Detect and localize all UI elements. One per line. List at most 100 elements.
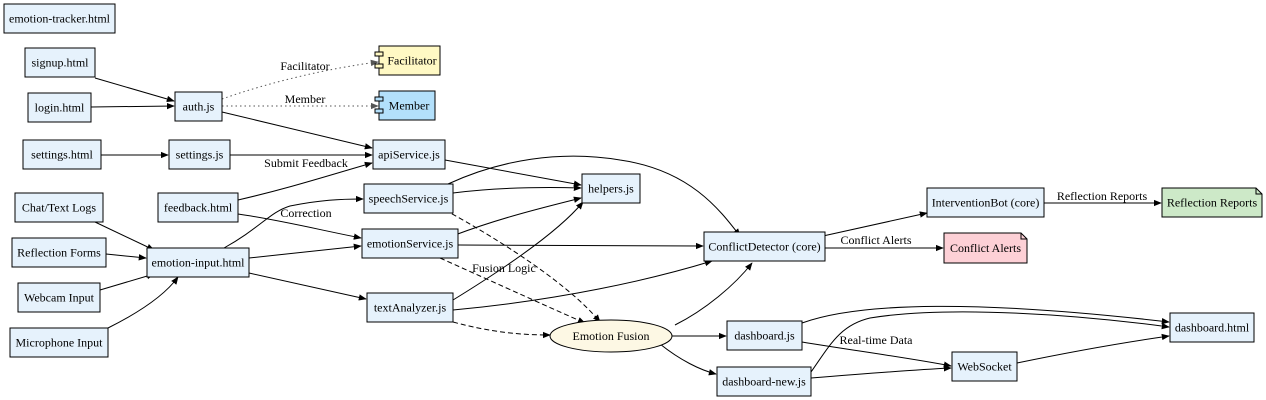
edge-label-submit-feedback: Submit Feedback: [264, 156, 348, 170]
svg-text:login.html: login.html: [35, 101, 85, 115]
edge-feedback-emotionservice: [237, 213, 362, 240]
edge-emotionservice-fusion: [439, 257, 586, 324]
svg-text:speechService.js: speechService.js: [369, 192, 449, 206]
node-apiservice-js[interactable]: apiService.js: [372, 139, 446, 170]
node-settings-html[interactable]: settings.html: [22, 139, 102, 170]
edge-dashboard-new-websocket: [810, 365, 952, 379]
component-tab-icon: [374, 96, 384, 102]
edge-emotioninput-textanalyzer: [248, 272, 367, 301]
node-speechservice-js[interactable]: speechService.js: [363, 183, 454, 214]
edge-label-reflection-reports: Reflection Reports: [1057, 189, 1148, 203]
edge-auth-facilitator: [221, 59, 379, 100]
node-signup-html[interactable]: signup.html: [24, 47, 96, 78]
node-microphone-input[interactable]: Microphone Input: [9, 327, 109, 358]
node-emotionservice-js[interactable]: emotionService.js: [361, 228, 459, 259]
edge-websocket-dashboard-html: [1016, 333, 1170, 364]
node-login-html[interactable]: login.html: [27, 92, 92, 123]
edge-apiservice-helpers: [444, 159, 582, 187]
edge-signup-auth: [94, 77, 175, 103]
svg-text:emotionService.js: emotionService.js: [367, 237, 454, 251]
svg-text:Emotion Fusion: Emotion Fusion: [572, 329, 649, 343]
node-emotion-fusion[interactable]: Emotion Fusion: [549, 319, 673, 353]
svg-text:WebSocket: WebSocket: [957, 360, 1012, 374]
edge-textanalyzer-helpers: [452, 201, 584, 301]
svg-text:Microphone Input: Microphone Input: [16, 336, 104, 350]
component-tab-icon: [374, 108, 384, 114]
svg-text:emotion-input.html: emotion-input.html: [152, 256, 246, 270]
node-webcam-input[interactable]: Webcam Input: [17, 282, 101, 313]
edge-dashboard-js-websocket: [801, 341, 952, 368]
node-auth-js[interactable]: auth.js: [174, 91, 223, 122]
component-tab-icon: [374, 63, 384, 69]
note-fold-icon: [1255, 188, 1262, 195]
edge-label-fusion-logic: Fusion Logic: [472, 261, 536, 275]
svg-text:ConflictDetector (core): ConflictDetector (core): [708, 240, 820, 254]
svg-text:dashboard-new.js: dashboard-new.js: [722, 375, 806, 389]
node-conflictdetector-core[interactable]: ConflictDetector (core): [703, 231, 826, 262]
node-websocket[interactable]: WebSocket: [951, 351, 1018, 382]
node-member[interactable]: Member: [374, 90, 436, 121]
svg-text:Facilitator: Facilitator: [387, 54, 436, 68]
edge-conflictdetector-interventionbot: [822, 211, 928, 237]
svg-text:Reflection Reports: Reflection Reports: [1167, 196, 1258, 210]
node-emotion-input-html[interactable]: emotion-input.html: [146, 247, 250, 278]
edge-chatlogs-emotioninput: [94, 221, 155, 251]
edge-webcam-emotioninput: [99, 272, 155, 291]
edge-fusion-conflictdetector: [674, 262, 753, 326]
edge-emotionservice-helpers: [454, 196, 582, 236]
svg-text:settings.html: settings.html: [31, 148, 93, 162]
node-reflection-forms[interactable]: Reflection Forms: [11, 237, 107, 268]
svg-text:textAnalyzer.js: textAnalyzer.js: [374, 301, 447, 315]
edge-fusion-dashboard-new: [659, 343, 717, 376]
svg-text:settings.js: settings.js: [176, 148, 224, 162]
svg-text:helpers.js: helpers.js: [588, 182, 634, 196]
svg-text:apiService.js: apiService.js: [378, 148, 440, 162]
node-facilitator[interactable]: Facilitator: [374, 45, 441, 76]
edge-feedback-apiservice: [237, 161, 373, 201]
node-dashboard-html[interactable]: dashboard.html: [1169, 312, 1255, 343]
svg-text:signup.html: signup.html: [31, 56, 89, 70]
svg-text:dashboard.js: dashboard.js: [734, 329, 795, 343]
node-feedback-html[interactable]: feedback.html: [157, 192, 239, 223]
edge-reflectionforms-emotioninput: [105, 253, 147, 261]
node-reflection-reports[interactable]: Reflection Reports: [1161, 187, 1263, 218]
node-dashboard-js[interactable]: dashboard.js: [726, 320, 803, 351]
svg-text:Member: Member: [389, 99, 430, 113]
edge-dashboard-new-dashboard-html: [810, 311, 1170, 373]
svg-text:auth.js: auth.js: [183, 100, 215, 114]
edge-label-facilitator: Facilitator: [280, 59, 329, 73]
edge-labels: Facilitator Member Submit Feedback Corre…: [264, 59, 1147, 347]
node-dashboard-new-js[interactable]: dashboard-new.js: [716, 366, 812, 397]
nodes: emotion-tracker.html signup.html login.h…: [3, 3, 1263, 397]
edge-auth-apiservice: [221, 111, 373, 150]
node-emotion-tracker-html[interactable]: emotion-tracker.html: [3, 3, 116, 34]
node-chat-text-logs[interactable]: Chat/Text Logs: [14, 192, 104, 223]
svg-text:feedback.html: feedback.html: [164, 201, 233, 215]
node-settings-js[interactable]: settings.js: [168, 139, 231, 170]
edge-textanalyzer-conflictdetector: [452, 260, 713, 311]
node-interventionbot-core[interactable]: InterventionBot (core): [926, 187, 1045, 218]
node-textanalyzer-js[interactable]: textAnalyzer.js: [366, 292, 454, 323]
svg-text:Conflict Alerts: Conflict Alerts: [950, 241, 1021, 255]
edges: [90, 59, 1170, 379]
svg-text:emotion-tracker.html: emotion-tracker.html: [9, 12, 111, 26]
edge-emotioninput-emotionservice: [248, 243, 362, 259]
edge-label-member: Member: [285, 92, 326, 106]
svg-text:InterventionBot (core): InterventionBot (core): [932, 196, 1040, 210]
svg-text:Reflection Forms: Reflection Forms: [17, 246, 101, 260]
edge-textanalyzer-fusion: [452, 321, 551, 339]
svg-text:dashboard.html: dashboard.html: [1175, 321, 1250, 335]
edge-microphone-emotioninput: [107, 276, 179, 329]
edge-login-auth: [90, 102, 175, 110]
node-helpers-js[interactable]: helpers.js: [581, 173, 641, 204]
edge-speechservice-conflictdetector: [447, 155, 741, 237]
node-conflict-alerts[interactable]: Conflict Alerts: [943, 232, 1028, 264]
edge-emotioninput-speechservice: [223, 195, 364, 249]
edge-emotionservice-conflictdetector: [457, 242, 704, 250]
edge-speechservice-helpers: [452, 184, 582, 194]
edge-label-real-time-data: Real-time Data: [840, 333, 914, 347]
component-tab-icon: [374, 51, 384, 57]
svg-text:Webcam Input: Webcam Input: [24, 291, 95, 305]
edge-label-correction: Correction: [280, 206, 331, 220]
